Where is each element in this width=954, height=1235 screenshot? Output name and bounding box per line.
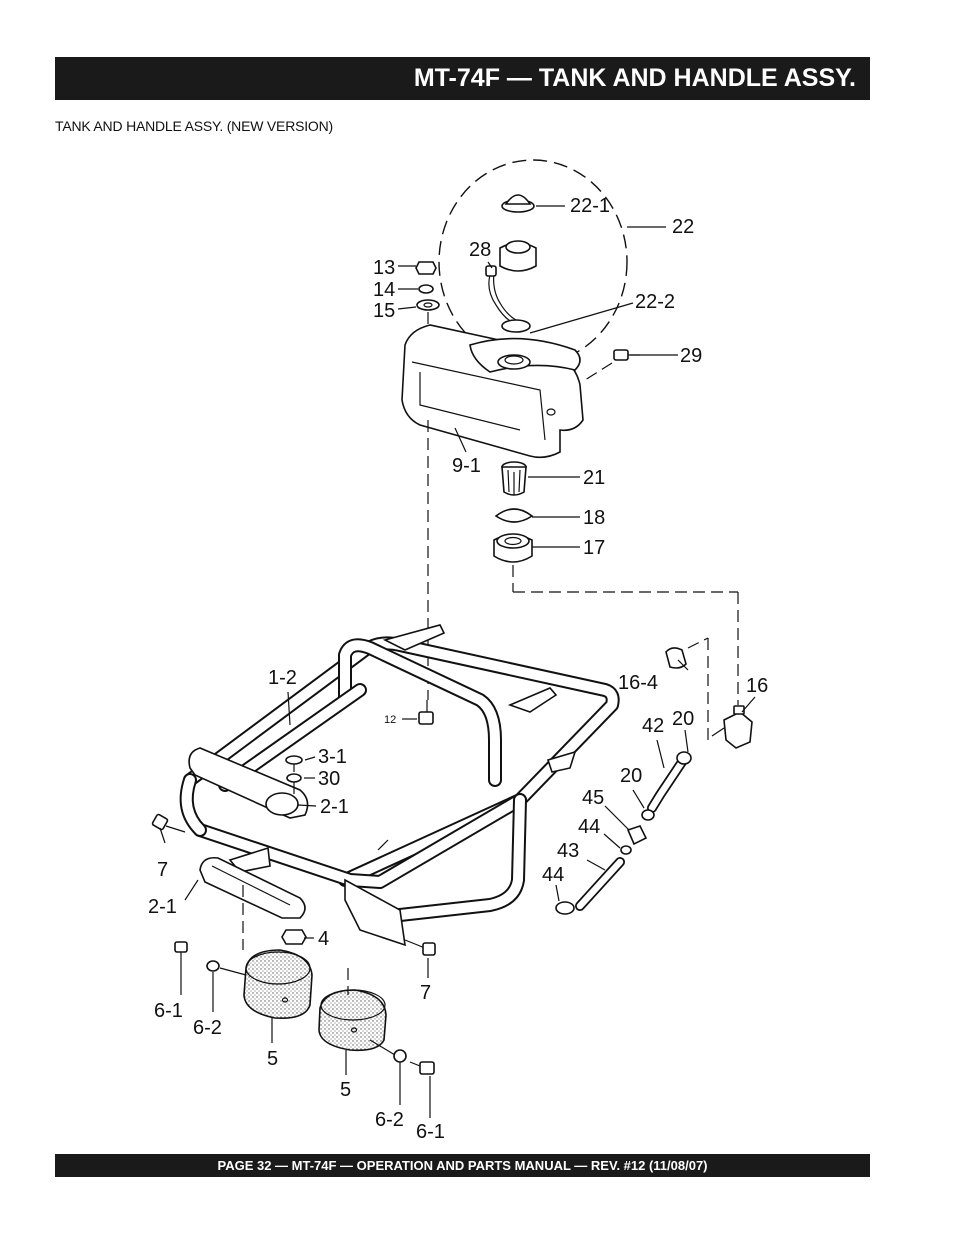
callout-6-2-left: 6-2 (193, 1017, 222, 1039)
nut-4 (281, 929, 307, 945)
nut-washer-stack (415, 261, 440, 330)
bolt-7-left (151, 813, 186, 833)
callout-6-1-right: 6-1 (416, 1121, 445, 1143)
page-header-bar: MT-74F — TANK AND HANDLE ASSY. (55, 57, 870, 100)
callout-14: 14 (373, 279, 395, 301)
callout-22: 22 (672, 216, 694, 238)
handle-frame (179, 624, 620, 947)
callout-44-top: 44 (578, 816, 600, 838)
callout-22-2: 22-2 (635, 291, 675, 313)
callout-42: 42 (642, 715, 664, 737)
page-title: MT-74F — TANK AND HANDLE ASSY. (413, 64, 856, 92)
callout-13: 13 (373, 257, 395, 279)
strainer-assembly (493, 461, 739, 705)
callout-43: 43 (557, 840, 579, 862)
bolt-6-1-left (174, 941, 220, 972)
rubber-mount-right (318, 968, 396, 1056)
handle-grip-top (188, 747, 309, 819)
callout-16-4: 16-4 (618, 672, 658, 694)
callout-9-1: 9-1 (452, 455, 481, 477)
leader-lines (159, 205, 756, 1118)
callout-6-2-right: 6-2 (375, 1109, 404, 1131)
handle-clamp-lower (199, 856, 306, 950)
callout-7-right: 7 (420, 982, 431, 1004)
callout-30: 30 (318, 768, 340, 790)
callout-15: 15 (373, 300, 395, 322)
callout-28: 28 (469, 239, 491, 261)
callout-21: 21 (583, 467, 605, 489)
callout-2-1-top: 2-1 (320, 796, 349, 818)
callout-7-left: 7 (157, 859, 168, 881)
callout-18: 18 (583, 507, 605, 529)
bolt-6-1-right (393, 1049, 435, 1075)
rubber-mount-left (219, 949, 313, 1020)
callout-16: 16 (746, 675, 768, 697)
page-footer-bar: PAGE 32 — MT-74F — OPERATION AND PARTS M… (55, 1154, 870, 1177)
footer-text: PAGE 32 — MT-74F — OPERATION AND PARTS M… (217, 1158, 708, 1173)
callout-17: 17 (583, 537, 605, 559)
callout-labels: 22-1 22 28 13 14 15 22-2 29 9-1 21 18 17… (148, 195, 768, 1143)
callout-6-1-left: 6-1 (154, 1000, 183, 1022)
callout-22-1: 22-1 (570, 195, 610, 217)
callout-2-1-bottom: 2-1 (148, 896, 177, 918)
callout-44-bottom: 44 (542, 864, 564, 886)
callout-29: 29 (680, 345, 702, 367)
section-subtitle: TANK AND HANDLE ASSY. (NEW VERSION) (55, 118, 333, 134)
callout-5-left: 5 (267, 1048, 278, 1070)
fuel-tank (401, 324, 584, 459)
bolt-7-right (404, 939, 436, 956)
fuel-hose-assembly (555, 751, 692, 915)
callout-1-2: 1-2 (268, 667, 297, 689)
callout-20-top: 20 (672, 708, 694, 730)
bolt-12 (418, 700, 434, 725)
callout-12: 12 (384, 714, 396, 726)
callout-45: 45 (582, 787, 604, 809)
fuel-valve-assembly (665, 637, 753, 749)
callout-4: 4 (318, 928, 329, 950)
callout-20-bottom: 20 (620, 765, 642, 787)
screw-washer-3-1 (285, 755, 303, 795)
callout-3-1: 3-1 (318, 746, 347, 768)
callout-5-right: 5 (340, 1079, 351, 1101)
